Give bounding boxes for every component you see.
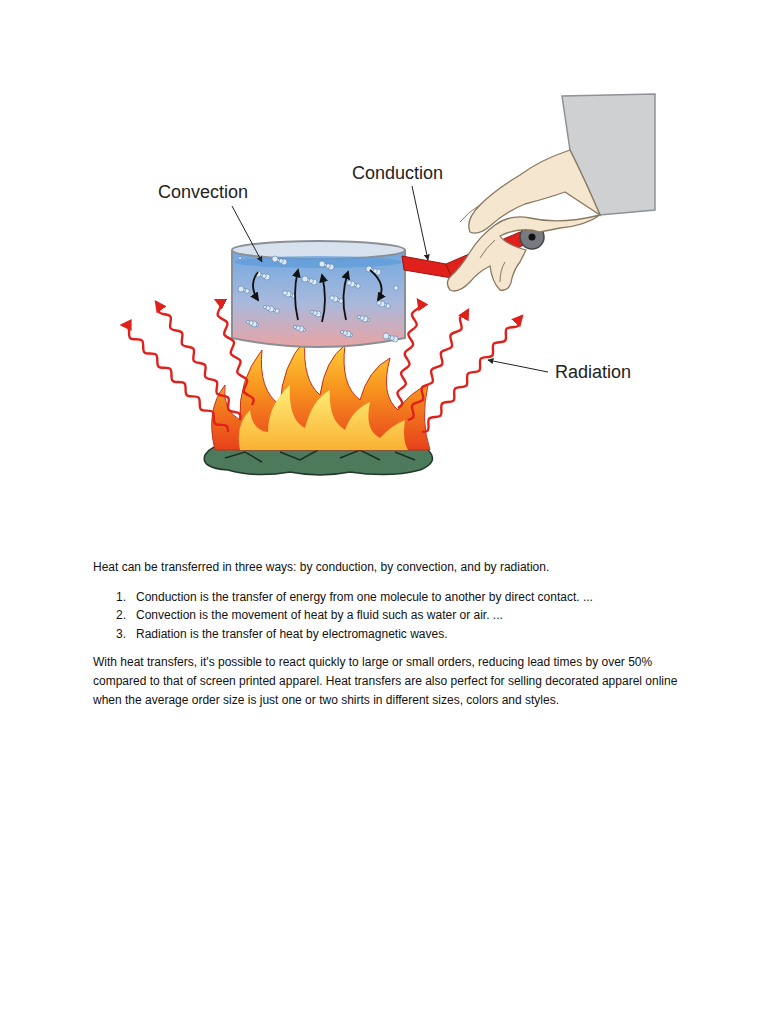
list-item: Radiation is the transfer of heat by ele… <box>136 625 448 644</box>
list-number: 2. <box>116 606 126 625</box>
bubble <box>330 296 335 301</box>
list-number: 3. <box>116 625 126 644</box>
intro-text: Heat can be transferred in three ways: b… <box>93 558 549 577</box>
pot <box>232 241 405 347</box>
radiation-arrow <box>408 310 468 420</box>
list-item: Conduction is the transfer of energy fro… <box>136 588 593 607</box>
callout-label: Convection <box>158 182 248 203</box>
bubble <box>238 286 244 292</box>
bubble <box>383 333 389 339</box>
callout-label: Radiation <box>555 362 631 383</box>
bubble <box>310 310 313 313</box>
bubble <box>377 301 382 306</box>
callout-label: Conduction <box>352 163 443 184</box>
list-item: Convection is the movement of heat by a … <box>136 606 503 625</box>
radiation-arrow <box>422 316 522 432</box>
paragraph: With heat transfers, it's possible to re… <box>93 653 678 710</box>
bubble <box>394 286 399 291</box>
radiation-waves <box>122 300 522 432</box>
hand <box>447 94 655 291</box>
bubble <box>246 320 249 323</box>
bubble <box>347 281 352 286</box>
bubble <box>302 276 308 282</box>
bubble <box>340 330 343 333</box>
list-number: 1. <box>116 588 126 607</box>
radiation-arrow <box>397 300 420 408</box>
bubble <box>238 256 241 259</box>
bubble <box>357 315 360 318</box>
bubble <box>293 325 296 328</box>
bubble <box>283 291 288 296</box>
bubble <box>272 256 278 262</box>
radiation-arrow <box>156 302 240 420</box>
leader-lines <box>232 186 548 372</box>
bubble <box>263 305 266 308</box>
radiation-arrow <box>216 300 254 405</box>
bubble <box>319 261 325 267</box>
